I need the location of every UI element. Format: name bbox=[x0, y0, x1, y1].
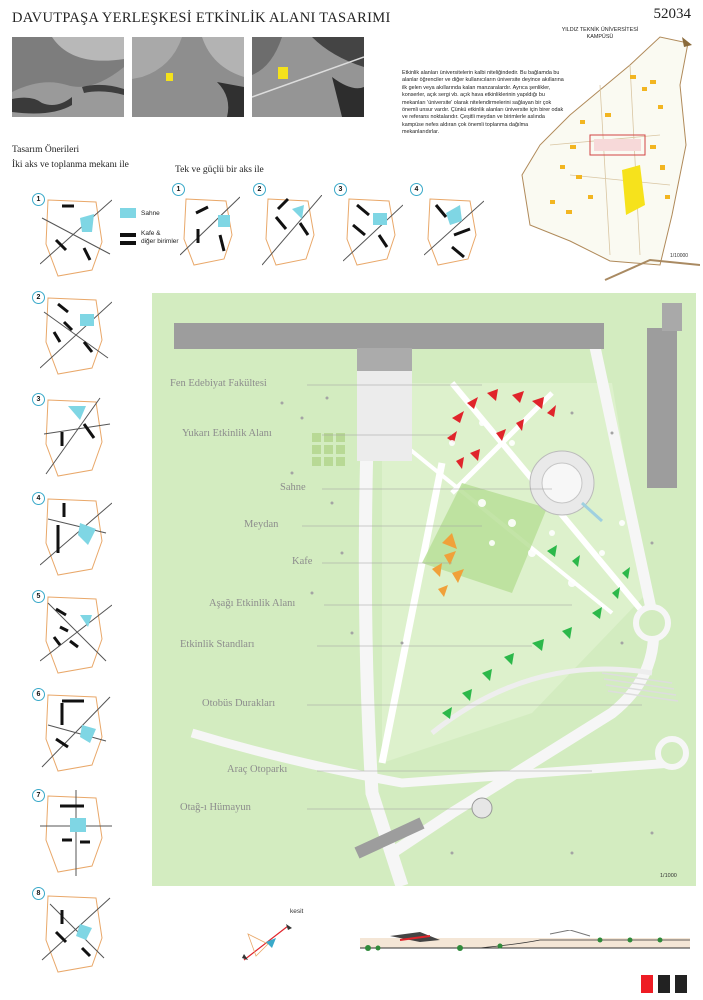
project-code: 52034 bbox=[653, 6, 692, 22]
label-meydan: Meydan bbox=[244, 519, 279, 530]
section-drawing bbox=[360, 930, 690, 951]
proposal-b-2-number: 2 bbox=[253, 183, 266, 196]
legend-stage-label: Sahne bbox=[141, 210, 160, 217]
proposal-a-6-sketch bbox=[41, 694, 111, 772]
proposal-a-1-number: 1 bbox=[32, 193, 45, 206]
legend-cafe-label: Kafe & diğer birimler bbox=[141, 230, 179, 245]
label-asagi-etkinlik: Aşağı Etkinlik Alanı bbox=[209, 598, 296, 609]
proposal-a-4-number: 4 bbox=[32, 492, 45, 505]
section-label: kesit bbox=[290, 908, 304, 915]
proposal-a-5-number: 5 bbox=[32, 590, 45, 603]
proposal-b-3-sketch bbox=[343, 198, 403, 266]
label-otobus-duraklari: Otobüs Durakları bbox=[202, 698, 276, 709]
color-square-black-1 bbox=[658, 975, 670, 993]
group-b-heading: Tek ve güçlü bir aks ile bbox=[175, 165, 264, 175]
legend-cafe-swatch-2 bbox=[120, 241, 136, 245]
label-etkinlik-standlari: Etkinlik Standları bbox=[180, 639, 255, 650]
proposals-heading: Tasarım Önerileri bbox=[12, 145, 80, 155]
label-otagi-humayun: Otağ-ı Hümayun bbox=[180, 802, 251, 813]
proposal-a-6-number: 6 bbox=[32, 688, 45, 701]
legend-stage-swatch bbox=[120, 208, 136, 218]
plan-scale: 1/1000 bbox=[660, 873, 677, 879]
label-arac-otoparki: Araç Otoparkı bbox=[227, 764, 288, 775]
aerial-photo-3 bbox=[252, 37, 364, 117]
proposal-a-2-sketch bbox=[40, 297, 112, 375]
proposal-a-2-number: 2 bbox=[32, 291, 45, 304]
proposal-b-4-sketch bbox=[424, 198, 484, 266]
label-kafe: Kafe bbox=[292, 556, 313, 567]
section-key-plan bbox=[242, 924, 292, 961]
proposal-b-2-sketch bbox=[262, 195, 322, 266]
campus-map: 1/10000 bbox=[521, 36, 700, 281]
color-square-red bbox=[641, 975, 653, 993]
proposal-a-5-sketch bbox=[40, 596, 112, 674]
proposal-a-1-sketch bbox=[40, 199, 112, 277]
proposal-a-7-sketch bbox=[40, 790, 112, 876]
site-plan: Fen Edebiyat Fakültesi Yukarı Etkinlik A… bbox=[152, 293, 696, 886]
aerial-photo-1 bbox=[12, 37, 124, 117]
campus-map-label: YILDIZ TEKNİK ÜNİVERSİTESİ KAMPÜSÜ bbox=[561, 27, 639, 41]
proposal-a-4-sketch bbox=[40, 498, 112, 576]
description-text: Etkinlik alanları üniversitelerin kalbi … bbox=[402, 70, 564, 136]
legend-cafe-swatch-1 bbox=[120, 233, 136, 237]
label-yukari-etkinlik: Yukarı Etkinlik Alanı bbox=[182, 428, 272, 439]
proposal-a-3-number: 3 bbox=[32, 393, 45, 406]
label-fen-edebiyat: Fen Edebiyat Fakültesi bbox=[170, 378, 267, 389]
proposal-a-7-number: 7 bbox=[32, 789, 45, 802]
proposal-b-1-sketch bbox=[180, 196, 240, 266]
color-square-black-2 bbox=[675, 975, 687, 993]
campus-scale: 1/10000 bbox=[670, 253, 688, 259]
proposal-b-4-number: 4 bbox=[410, 183, 423, 196]
proposal-a-3-sketch bbox=[43, 397, 111, 477]
proposal-a-8-sketch bbox=[41, 895, 111, 973]
proposal-b-3-number: 3 bbox=[334, 183, 347, 196]
label-sahne: Sahne bbox=[280, 482, 306, 493]
proposal-b-1-number: 1 bbox=[172, 183, 185, 196]
proposal-a-8-number: 8 bbox=[32, 887, 45, 900]
group-a-heading: İki aks ve toplanma mekanı ile bbox=[12, 160, 129, 170]
aerial-photo-2 bbox=[132, 37, 244, 117]
poster-title: DAVUTPAŞA YERLEŞKESİ ETKİNLİK ALANI TASA… bbox=[12, 10, 391, 26]
